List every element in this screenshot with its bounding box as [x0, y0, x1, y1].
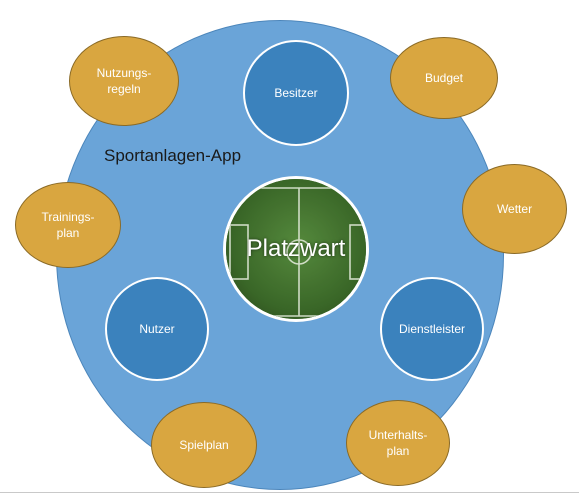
topic-label: Trainings- plan — [41, 210, 95, 240]
role-node-dienstleister: Dienstleister — [380, 277, 484, 381]
role-label: Dienstleister — [398, 322, 466, 336]
topic-node-wetter: Wetter — [462, 164, 567, 254]
topic-node-nutzungsregeln: Nutzungs- regeln — [69, 36, 179, 126]
topic-label: Budget — [424, 71, 464, 85]
topic-label: Unterhalts- plan — [368, 428, 428, 458]
topic-label: Wetter — [496, 202, 533, 216]
role-label: Nutzer — [139, 322, 175, 336]
topic-node-trainingsplan: Trainings- plan — [15, 182, 121, 268]
center-node-platzwart: Platzwart — [223, 176, 369, 322]
topic-node-budget: Budget — [390, 37, 498, 119]
topic-label: Nutzungs- regeln — [96, 66, 152, 96]
topic-node-unterhaltsplan: Unterhalts- plan — [346, 400, 450, 486]
bottom-divider — [0, 492, 579, 493]
role-node-besitzer: Besitzer — [243, 40, 349, 146]
topic-label: Spielplan — [179, 438, 229, 452]
topic-node-spielplan: Spielplan — [151, 402, 257, 488]
soccer-field-image — [226, 179, 366, 319]
center-label: Platzwart — [246, 235, 346, 262]
app-label: Sportanlagen-App — [104, 146, 242, 165]
role-label: Besitzer — [274, 86, 318, 100]
role-node-nutzer: Nutzer — [105, 277, 209, 381]
